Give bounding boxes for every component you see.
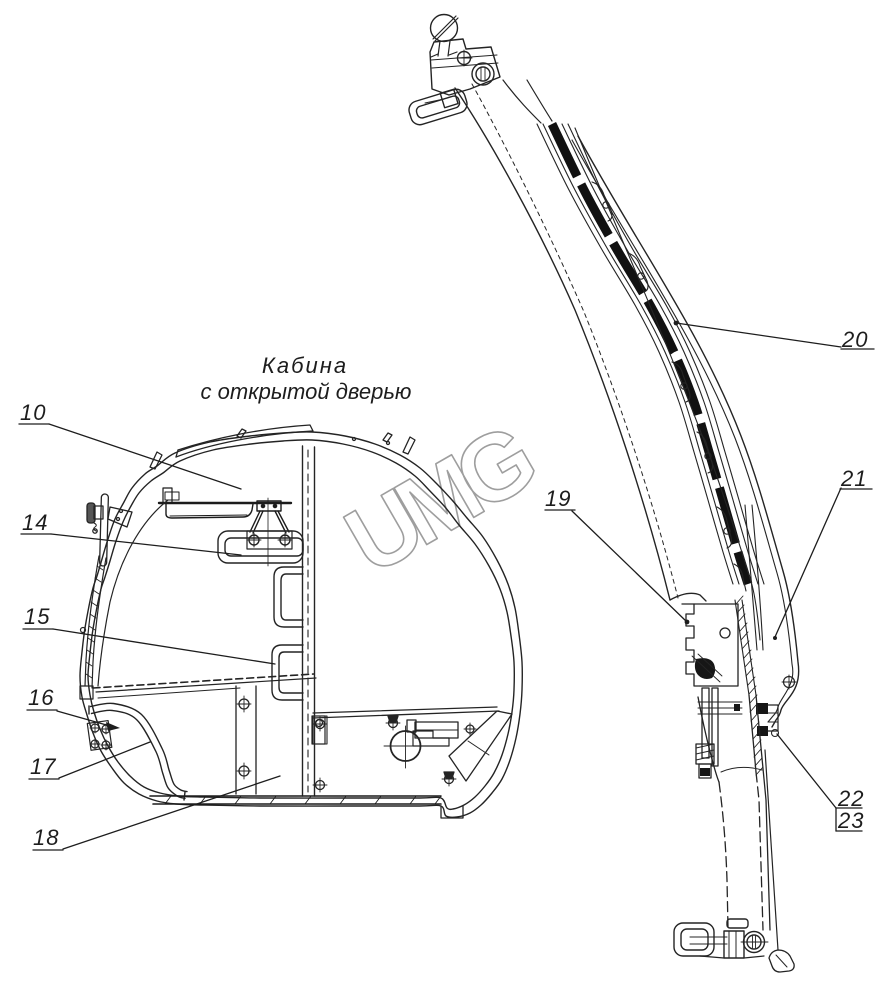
svg-text:22: 22 <box>837 786 864 811</box>
svg-text:14: 14 <box>22 510 48 535</box>
svg-text:17: 17 <box>30 754 56 779</box>
svg-text:16: 16 <box>28 685 54 710</box>
svg-text:с открытой дверью: с открытой дверью <box>201 379 412 404</box>
svg-text:18: 18 <box>33 825 59 850</box>
svg-text:19: 19 <box>545 486 571 511</box>
svg-text:15: 15 <box>24 604 50 629</box>
svg-text:Кабина: Кабина <box>262 353 348 378</box>
svg-text:23: 23 <box>837 808 864 833</box>
svg-text:20: 20 <box>841 327 868 352</box>
svg-text:21: 21 <box>840 466 867 491</box>
svg-text:10: 10 <box>20 400 46 425</box>
